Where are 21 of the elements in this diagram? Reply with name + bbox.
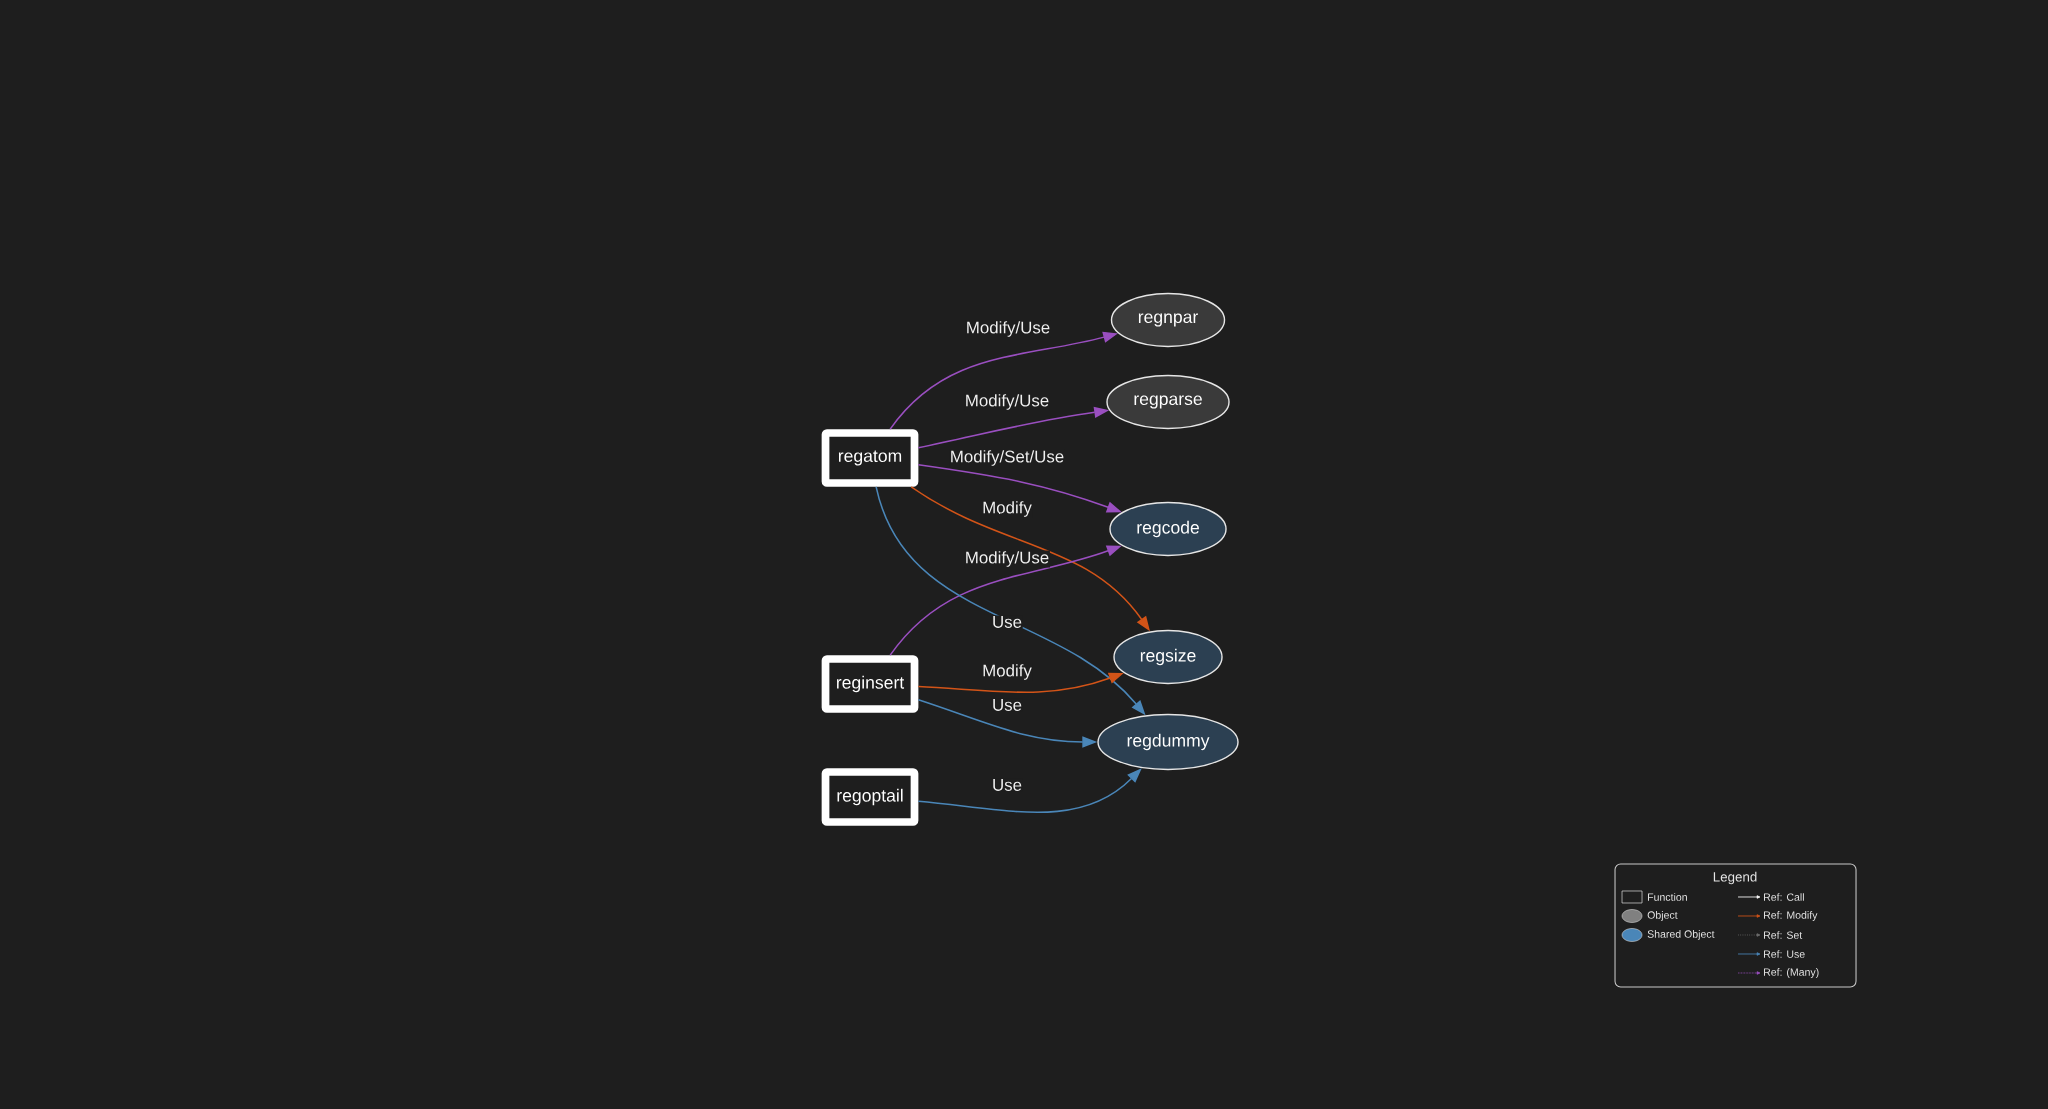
edge-label: Modify/Use	[964, 550, 1050, 568]
legend-text: Ref: Use	[1764, 950, 1805, 958]
legend-text: Ref: Call	[1764, 893, 1804, 901]
edge-label: Modify/Use	[965, 320, 1051, 338]
edge-label: Use	[991, 698, 1023, 712]
legend-text: Function	[1648, 893, 1687, 901]
edge-label: Modify	[981, 500, 1033, 518]
legend-text: Shared Object	[1647, 930, 1715, 940]
edge-label: Use	[991, 778, 1023, 792]
legend-text: Ref: Modify	[1764, 911, 1818, 921]
edge-label: Modify/Use	[964, 393, 1050, 411]
edge-label: Modify/Set/Use	[949, 449, 1065, 467]
legend-text: Ref: (Many)	[1764, 968, 1819, 978]
function-box: regoptail	[821, 768, 919, 826]
edge-label: Use	[991, 615, 1023, 629]
legend-text: Ref: Set	[1764, 931, 1803, 939]
legend-title: Legend	[1713, 871, 1757, 885]
function-box: regatom	[821, 429, 919, 487]
function-box: reginsert	[821, 655, 919, 713]
edge-label: Modify	[981, 663, 1033, 681]
legend-text: Object	[1647, 911, 1678, 921]
